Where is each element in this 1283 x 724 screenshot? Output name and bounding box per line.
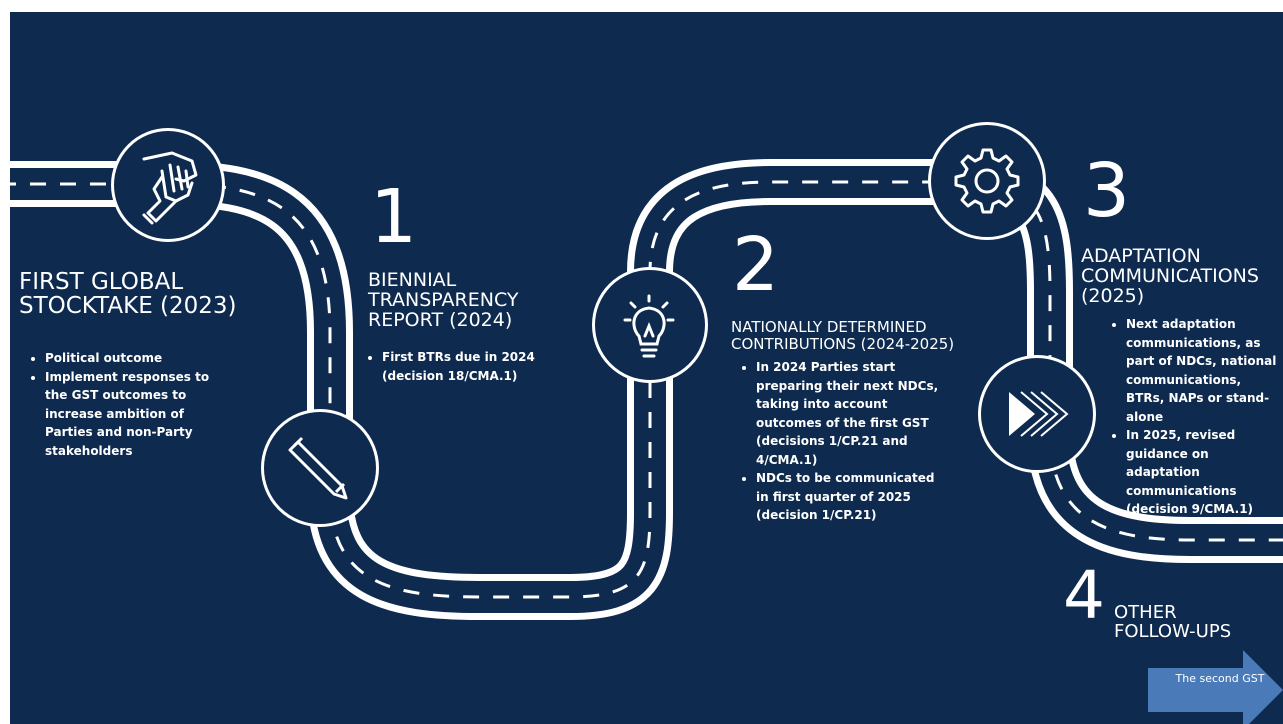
pencil-icon: [288, 436, 348, 500]
section-adaptation-bullets: Next adaptation communications, as part …: [1110, 315, 1278, 519]
title-line: BIENNIAL: [368, 269, 457, 291]
title-line: COMMUNICATIONS: [1081, 264, 1259, 287]
title-line: NATIONALLY DETERMINED: [731, 318, 927, 336]
next-gst-arrow: [1148, 650, 1283, 724]
hand-circle: [111, 128, 225, 242]
section-ndc-bullets: In 2024 Parties start preparing their ne…: [740, 358, 940, 525]
section-stocktake-bullets: Political outcome Implement responses to…: [29, 349, 229, 460]
title-line: STOCKTAKE (2023): [19, 293, 237, 320]
lightbulb-circle: [592, 267, 708, 383]
section-ndc-title: NATIONALLY DETERMINED CONTRIBUTIONS (202…: [731, 318, 955, 354]
section-stocktake-title: FIRST GLOBAL STOCKTAKE (2023): [19, 270, 237, 318]
roadmap-infographic: FIRST GLOBAL STOCKTAKE (2023) Political …: [10, 12, 1283, 724]
bullet: Next adaptation communications, as part …: [1126, 315, 1278, 426]
section-adaptation-title: ADAPTATION COMMUNICATIONS (2025): [1081, 245, 1259, 307]
step-number-1: 1: [370, 174, 418, 260]
title-line: REPORT (2024): [368, 308, 513, 331]
bullet: Implement responses to the GST outcomes …: [45, 368, 229, 461]
section-btr-bullets: First BTRs due in 2024 (decision 18/CMA.…: [366, 348, 566, 385]
step-number-2: 2: [732, 222, 780, 308]
pencil-circle: [261, 409, 379, 527]
title-line: ADAPTATION: [1081, 245, 1201, 267]
step-number-3: 3: [1083, 148, 1131, 234]
bullet: NDCs to be communicated in first quarter…: [756, 469, 940, 525]
title-line: TRANSPARENCY: [368, 288, 519, 311]
gear-circle: [928, 122, 1046, 240]
fast-forward-circle: [978, 355, 1096, 473]
bullet: Political outcome: [45, 349, 229, 368]
section-followups-title: OTHER FOLLOW-UPS: [1114, 602, 1232, 642]
step-number-4: 4: [1063, 557, 1105, 634]
lightbulb-icon: [623, 294, 675, 358]
bullet: First BTRs due in 2024 (decision 18/CMA.…: [382, 348, 566, 385]
arrow-label: The second GST: [1175, 672, 1265, 685]
title-line: OTHER: [1114, 602, 1177, 623]
title-line: FIRST GLOBAL: [19, 269, 184, 295]
title-line: CONTRIBUTIONS (2024-2025): [731, 335, 955, 354]
bullet: In 2025, revised guidance on adaptation …: [1126, 426, 1278, 519]
fast-forward-icon: [1009, 391, 1069, 437]
title-line: FOLLOW-UPS: [1114, 620, 1232, 642]
gear-icon: [954, 148, 1020, 214]
hand-icon: [142, 151, 198, 225]
bullet: In 2024 Parties start preparing their ne…: [756, 358, 940, 469]
title-line: (2025): [1081, 284, 1145, 307]
section-btr-title: BIENNIAL TRANSPARENCY REPORT (2024): [368, 269, 519, 331]
